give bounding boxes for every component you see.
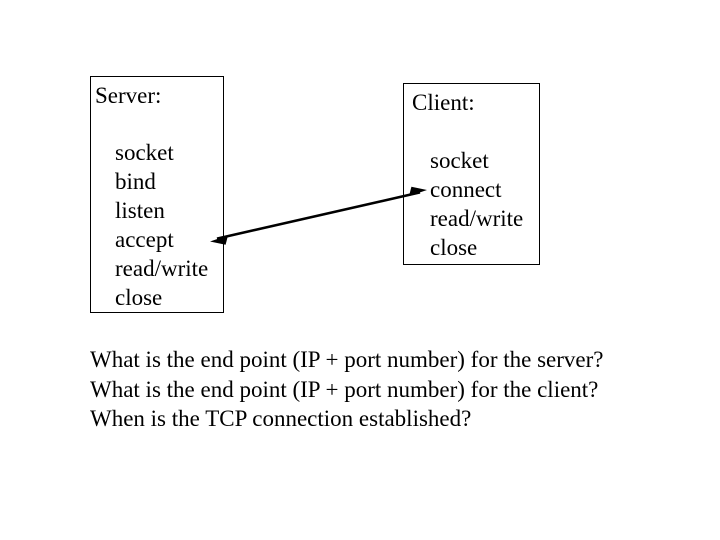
client-box: Client: socket connect read/write close [403, 83, 540, 265]
list-item: accept [115, 227, 174, 252]
list-item: listen [115, 198, 165, 223]
list-item: bind [115, 169, 156, 194]
question-line: What is the end point (IP + port number)… [90, 376, 599, 402]
client-box-title: Client: [412, 90, 475, 115]
server-call-list: socket bind listen accept read/write clo… [115, 138, 208, 312]
list-item: connect [430, 177, 502, 202]
list-item: read/write [430, 206, 524, 231]
list-item: socket [430, 148, 489, 173]
questions-block: What is the end point (IP + port number)… [90, 345, 690, 434]
server-box: Server: socket bind listen accept read/w… [90, 76, 224, 313]
arrow-head-right [409, 186, 427, 197]
arrow-shaft [216, 191, 421, 240]
list-item: close [430, 235, 478, 260]
list-item: close [115, 285, 163, 310]
double-headed-arrow-icon [210, 186, 427, 245]
question-line: What is the end point (IP + port number)… [90, 347, 604, 372]
question-line: When is the TCP connection established? [90, 406, 472, 431]
server-box-title: Server: [95, 83, 162, 108]
list-item: read/write [115, 256, 209, 281]
client-call-list: socket connect read/write close [430, 146, 523, 262]
arrow-head-left [210, 235, 228, 245]
list-item: socket [115, 140, 174, 165]
